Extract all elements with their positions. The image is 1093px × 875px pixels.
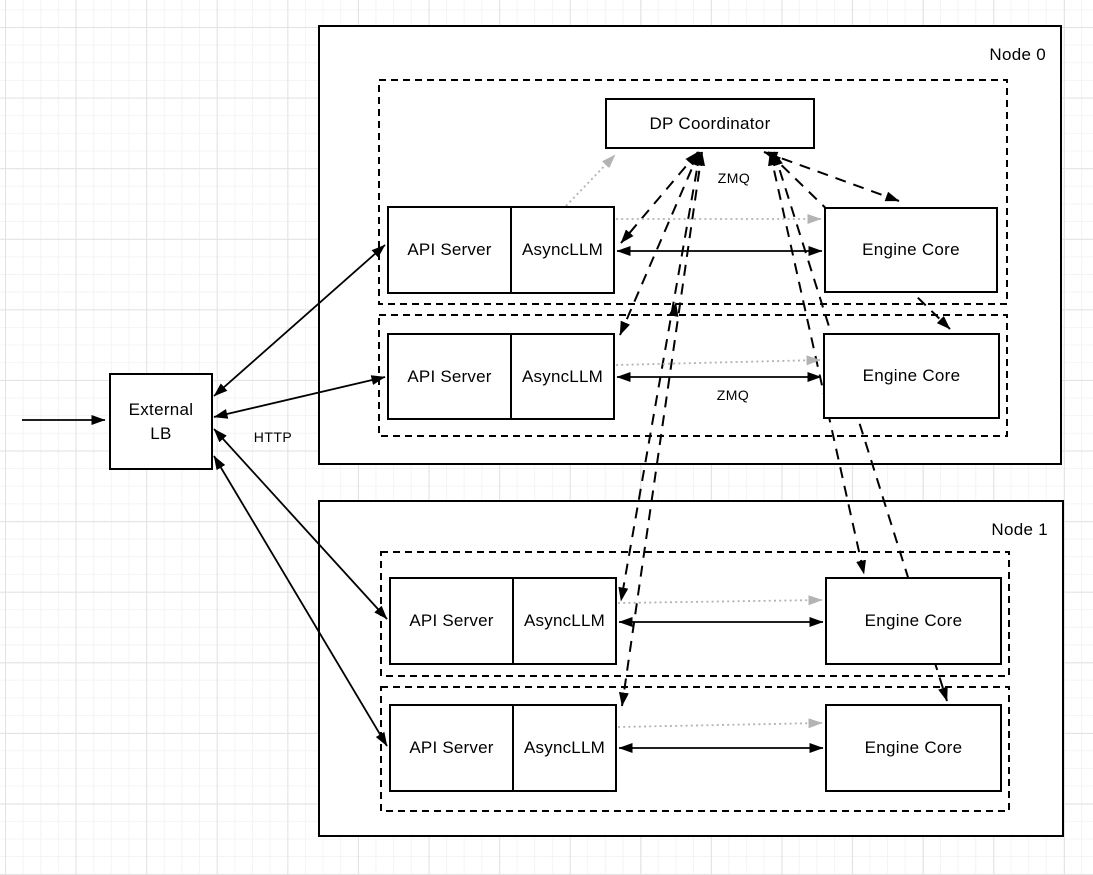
api-server-cell: API Server — [389, 335, 512, 418]
arrow-lb-api-n1r2 — [213, 455, 388, 747]
api-async-box-n1r2: API Server AsyncLLM — [389, 704, 617, 792]
asyncllm-cell: AsyncLLM — [522, 366, 603, 386]
api-server-cell: API Server — [391, 706, 514, 790]
node1-label: Node 1 — [991, 520, 1048, 539]
asyncllm-cell: AsyncLLM — [524, 738, 605, 757]
api-async-box-n0r1: API Server AsyncLLM — [387, 206, 615, 294]
zmq-label-row2: ZMQ — [716, 387, 750, 403]
external-lb-label-line1: External — [128, 399, 194, 419]
dotted-arrow-async-engine-n0r2 — [615, 355, 821, 366]
arrow-lb-api-n0r1 — [213, 244, 386, 397]
dashed-arrow-dp-async-n1r2 — [618, 151, 706, 707]
mid-route-up-arrowhead — [668, 302, 679, 317]
api-async-box-n1r1: API Server AsyncLLM — [389, 577, 617, 665]
engine-core-box-n0r2: Engine Core — [823, 333, 1000, 419]
zmq-label-row1: ZMQ — [717, 170, 751, 186]
http-label: HTTP — [253, 429, 293, 445]
external-lb-box: External LB — [109, 373, 213, 470]
dotted-arrow-async-engine-n1r1 — [617, 595, 823, 606]
external-lb-label-line2: LB — [150, 423, 172, 443]
api-async-box-n0r2: API Server AsyncLLM — [387, 333, 615, 420]
asyncllm-cell: AsyncLLM — [524, 611, 605, 630]
engine-core-box-n1r1: Engine Core — [825, 577, 1002, 665]
arrow-lb-api-n0r2 — [213, 375, 386, 419]
arrow-lb-api-n1r1 — [213, 428, 388, 620]
dp-coordinator-box: DP Coordinator — [605, 98, 815, 149]
node0-label: Node 0 — [989, 45, 1046, 64]
dashed-arrow-dp-async-n0r2 — [619, 151, 700, 336]
engine-core-box-n0r1: Engine Core — [824, 207, 998, 293]
dotted-arrow-async-to-dp — [565, 154, 616, 207]
dotted-arrow-async-engine-n1r2 — [617, 718, 823, 729]
api-server-cell: API Server — [391, 579, 514, 663]
api-server-cell: API Server — [389, 208, 512, 292]
asyncllm-cell: AsyncLLM — [522, 240, 603, 259]
engine-core-box-n1r2: Engine Core — [825, 704, 1002, 792]
dashed-arrow-dp-engine-n0r1 — [763, 151, 900, 202]
